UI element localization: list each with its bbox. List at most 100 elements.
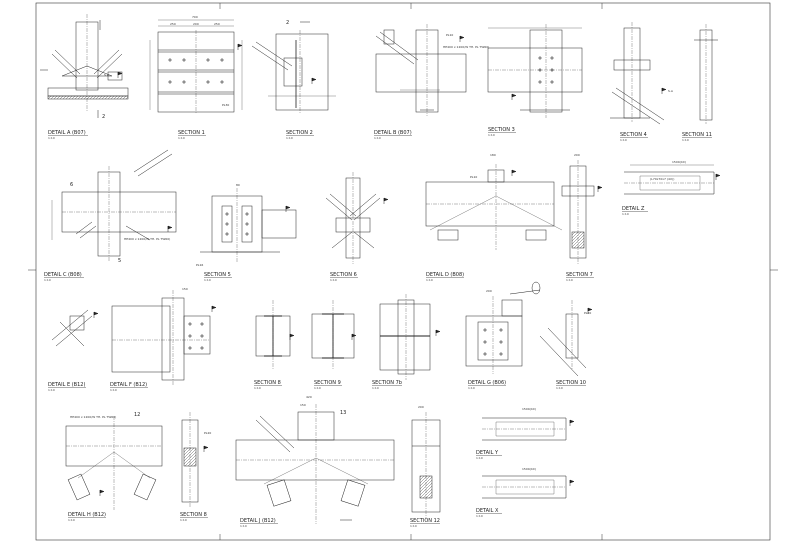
scale-detail-d: 1:10 [426,278,433,282]
scale-detail-j: 1:10 [240,524,247,528]
dim-1500-z: 1500(4X) [672,160,686,164]
dim-pl10-b: PL10 [446,33,453,37]
dim-1500-y: 1500(4X) [522,407,536,411]
dim-sa-4: S.A [668,89,674,93]
dim-140-f: 150 [182,287,188,291]
dim-700: 700 [192,15,198,19]
label-section-8a: SECTION 8 [254,380,281,386]
scale-detail-b: 1:10 [374,136,381,140]
section-12-drawing [411,412,441,518]
label-section-4: SECTION 4 [620,132,647,138]
scale-section-9: 1:10 [314,386,321,390]
detail-d-drawing [425,164,563,250]
dim-150-j: 150 [300,403,306,407]
detail-g-drawing [465,281,541,374]
sheet-border [28,2,778,541]
dim-200-g: 200 [486,289,492,293]
scale-section-10: 1:10 [556,386,563,390]
dim-pl20-s8: PL20 [204,431,211,435]
section-8b-drawing [181,412,209,508]
dim-200-s7: 200 [574,153,580,157]
scale-section-6: 1:10 [330,278,337,282]
callout-12-h: 12 [134,412,140,418]
callout-5-c: 5 [118,258,121,264]
label-section-6: SECTION 6 [330,272,357,278]
detail-f-bolts [188,322,204,350]
scale-detail-e: 1:10 [48,388,55,392]
dim-pl-a: S.A [104,73,110,77]
scale-section-3: 1:10 [488,133,495,137]
label-section-12: SECTION 12 [410,518,440,524]
section-6-drawing [325,172,389,264]
section-7b-drawing [379,294,441,380]
detail-labels: DETAIL A (B07) 1:10 SECTION 1 1:10 SECTI… [44,127,712,528]
label-detail-h: DETAIL H (B12) [68,512,106,518]
section-5-drawing [200,188,297,262]
detail-j-drawing [235,404,395,524]
dim-angle-z: (L70x70x7 (4X)) [650,177,674,181]
label-detail-j: DETAIL J (B12) [240,518,276,524]
label-section-8b: SECTION 8 [180,512,207,518]
section-7-drawing [561,160,603,264]
detail-b-drawing [375,24,467,116]
callout-13-j: 13 [340,410,346,416]
dim-200-s1: 200 [193,22,199,26]
scale-detail-g: 1:10 [468,386,475,390]
detail-x-drawing [482,475,575,499]
dim-1500-x: 1500(4X) [522,467,536,471]
dim-beam-b: HE400 x 1200/W TH. PL TW60) [443,45,489,49]
scale-detail-y: 1:10 [476,456,483,460]
label-detail-g: DETAIL G (B06) [468,380,506,386]
callout-2-s2: 2 [286,20,289,26]
dim-pl10-d: PL10 [470,175,477,179]
dim-420-j: 420 [306,395,312,399]
label-section-3: SECTION 3 [488,127,515,133]
dim-pl30-s1: PL30 [222,103,229,107]
detail-h-drawing [65,416,163,510]
callout-6-c: 6 [70,182,73,188]
dim-beam-h: HE400 x 1200/W TH. PL TW60) [70,415,116,419]
scale-section-2: 1:10 [286,136,293,140]
dim-250-s1b: 250 [214,22,220,26]
detail-a-drawing [40,14,129,118]
scale-section-5: 1:10 [204,278,211,282]
dim-180-d: 180 [490,153,496,157]
label-section-2: SECTION 2 [286,130,313,136]
section-1-drawing [149,19,243,114]
dim-pl16-s5: PL16 [196,263,203,267]
label-detail-d: DETAIL D (B08) [426,272,464,278]
scale-section-8b: 1:10 [180,518,187,522]
detail-z-drawing [624,164,721,195]
section-2-drawing [251,21,336,114]
scale-detail-a: 1:10 [48,136,55,140]
section-4-drawing [610,22,667,125]
label-section-11: SECTION 11 [682,132,712,138]
scale-section-7: 1:10 [566,278,573,282]
scale-section-4: 1:10 [620,138,627,142]
scale-section-11: 1:10 [682,138,689,142]
section-9a-drawing [311,300,357,370]
detail-y-drawing [482,417,575,441]
label-detail-y: DETAIL Y [476,450,499,456]
scale-section-1: 1:10 [178,136,185,140]
detail-f-drawing [111,290,217,386]
section-11-drawing [694,24,718,124]
scale-section-8a: 1:10 [254,386,261,390]
section-10-drawing [539,300,593,377]
label-detail-c: DETAIL C (B08) [44,272,82,278]
label-detail-f: DETAIL F (B12) [110,382,147,388]
detail-c-drawing [51,149,177,262]
scale-detail-c: 1:10 [44,278,51,282]
label-section-1: SECTION 1 [178,130,205,136]
scale-section-12: 1:10 [410,524,417,528]
label-section-10: SECTION 10 [556,380,586,386]
label-detail-a: DETAIL A (B07) [48,130,86,136]
label-underlines [44,132,712,524]
callout-2-a: 2 [102,114,105,120]
label-section-9: SECTION 9 [314,380,341,386]
scale-detail-f: 1:10 [110,388,117,392]
dim-200-s12: 200 [418,405,424,409]
dim-pl20-s10: PL20 [584,311,591,315]
label-section-5: SECTION 5 [204,272,231,278]
